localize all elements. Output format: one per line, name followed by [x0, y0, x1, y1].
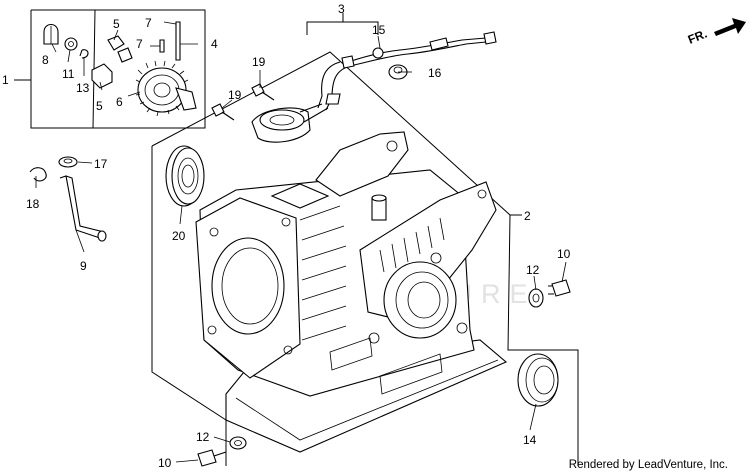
- callout-5-lower: 5: [96, 99, 103, 113]
- leader-lines: [35, 21, 567, 463]
- drain-bolt-part-10-right: [548, 279, 571, 297]
- callout-10-bottom: 10: [158, 456, 172, 470]
- callout-labels: 1 2 3 4 5 5 6 7 7 8 9 10 10 11 12 12 13 …: [2, 2, 571, 470]
- callout-20: 20: [172, 229, 186, 243]
- bearing-part-20: [165, 145, 205, 207]
- callout-19-upper: 19: [252, 55, 266, 69]
- tube-part-9: [59, 175, 107, 242]
- callout-9: 9: [80, 259, 87, 273]
- callout-12-right: 12: [526, 263, 540, 277]
- group-3-bracket: [306, 13, 379, 35]
- callout-4: 4: [211, 37, 218, 51]
- render-credit: Rendered by LeadVenture, Inc.: [568, 459, 728, 471]
- callout-15: 15: [372, 23, 386, 37]
- crankcase-part-2: [195, 131, 508, 453]
- callout-3: 3: [338, 2, 345, 16]
- cap-part-8: [43, 23, 59, 45]
- pin-part-7-upper: [175, 21, 181, 61]
- breather-tube-assembly: [251, 61, 351, 143]
- callout-14: 14: [523, 433, 537, 447]
- callout-17: 17: [94, 157, 108, 171]
- svg-text:FR.: FR.: [686, 27, 709, 47]
- callout-5-upper: 5: [113, 17, 120, 31]
- callout-12-bottom: 12: [196, 430, 210, 444]
- callout-1: 1: [2, 73, 9, 87]
- washer-part-17: [58, 156, 78, 168]
- bolt-part-19-upper: [251, 83, 275, 101]
- crankcase-boundary: [151, 51, 579, 466]
- callout-13: 13: [76, 81, 90, 95]
- callout-7-upper: 7: [145, 16, 152, 30]
- callout-19-lower: 19: [228, 88, 242, 102]
- pin-part-7-lower: [159, 39, 165, 53]
- callout-11: 11: [62, 67, 75, 81]
- callout-8: 8: [42, 53, 49, 67]
- governor-gear-part-6: [135, 60, 197, 117]
- callout-2: 2: [524, 209, 531, 223]
- oil-alert-wire: [341, 31, 497, 69]
- washer-part-12-right: [528, 288, 544, 308]
- holder-part-5-upper: [107, 35, 133, 63]
- drain-bolt-part-10-bottom: [197, 449, 227, 467]
- clip-part-13: [79, 49, 89, 59]
- callout-16: 16: [428, 66, 442, 80]
- clip-part-18: [29, 167, 47, 182]
- callout-7-lower: 7: [136, 37, 143, 51]
- washer-part-11: [64, 37, 78, 51]
- callout-6: 6: [116, 95, 123, 109]
- callout-10-right: 10: [557, 247, 571, 261]
- slider-part-5-lower: [91, 63, 113, 89]
- oil-seal-part-14: [517, 353, 559, 407]
- washer-part-12-bottom: [229, 436, 247, 450]
- front-direction-indicator: FR.: [686, 18, 746, 47]
- callout-18: 18: [26, 197, 40, 211]
- group-1-bracket: [14, 9, 95, 129]
- bolt-part-19-lower: [211, 103, 235, 121]
